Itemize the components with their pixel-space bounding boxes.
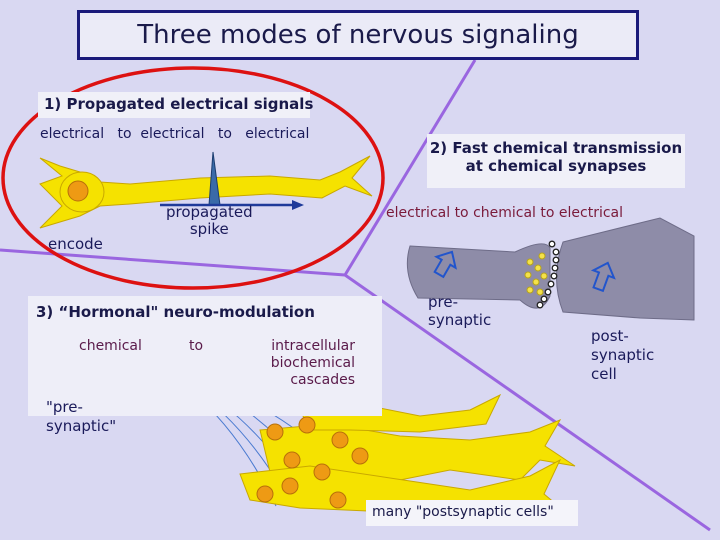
mode1-encode: encode (48, 235, 103, 253)
mode3-word-chemical: chemical (79, 338, 142, 354)
mode2-heading-line2: at chemical synapses (465, 157, 647, 175)
receptor-chain (536, 240, 560, 309)
propagation-arrowhead (292, 200, 304, 210)
mode1-chain: electrical to electrical to electrical (40, 126, 310, 142)
vesicle-cluster (524, 252, 548, 296)
slide-title: Three modes of nervous signaling (77, 10, 639, 60)
mode2-heading-line1: 2) Fast chemical transmission (429, 139, 683, 157)
mode3-many-box: many "postsynaptic cells" (366, 500, 578, 526)
mode3-pre-label: "pre- synaptic" (46, 398, 117, 435)
highlight-ellipse (1, 66, 385, 290)
mode2-chain: electrical to chemical to electrical (386, 205, 624, 221)
mode2-pre-label: pre- synaptic (428, 293, 492, 329)
mode3-many-label: many "postsynaptic cells" (372, 504, 554, 520)
postsynaptic-cell (556, 217, 695, 321)
divider-line-down (344, 273, 711, 532)
mode3-box: 3) “Hormonal" neuro-modulation (28, 296, 382, 416)
neuron-mode1 (39, 155, 373, 229)
mode3-word-to: to (189, 338, 204, 354)
mode2-heading-box: 2) Fast chemical transmission at chemica… (427, 134, 685, 188)
soma-nucleus (67, 180, 89, 202)
mode1-heading-box: 1) Propagated electrical signals (38, 92, 314, 118)
mode3-heading: 3) “Hormonal" neuro-modulation (36, 303, 315, 321)
mode2-post-label: post- synaptic cell (591, 327, 655, 383)
mode1-spike-label: propagated spike (166, 203, 253, 238)
arrow-up-icon-pre (433, 250, 457, 279)
mode3-word-cascades: intracellular biochemical cascades (270, 338, 355, 388)
mode1-heading: 1) Propagated electrical signals (44, 95, 314, 113)
divider-line-right (343, 59, 477, 276)
arrow-up-icon-post (590, 261, 616, 293)
